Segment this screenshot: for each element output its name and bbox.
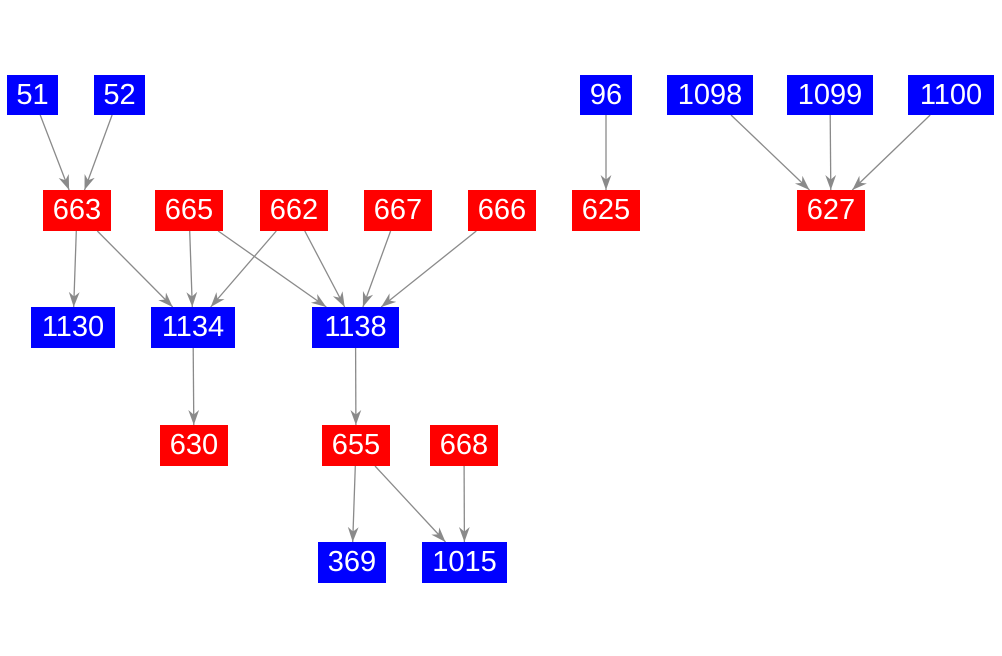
graph-node-52: 52 bbox=[94, 75, 145, 115]
edge-655-369 bbox=[347, 465, 359, 543]
edge-1100-627 bbox=[851, 114, 931, 191]
edge-662-1138 bbox=[304, 230, 346, 308]
graph-node-666: 666 bbox=[468, 190, 536, 231]
edge-662-1134 bbox=[210, 230, 277, 308]
edge-665-1134 bbox=[186, 230, 198, 308]
graph-node-369: 369 bbox=[318, 542, 386, 583]
edge-1098-627 bbox=[730, 114, 810, 191]
edge-52-663 bbox=[83, 114, 113, 191]
edge-1134-630 bbox=[188, 347, 200, 426]
graph-node-1100: 1100 bbox=[908, 75, 994, 115]
graph-node-1134: 1134 bbox=[151, 307, 235, 348]
edge-1099-627 bbox=[825, 114, 837, 191]
graph-node-1138: 1138 bbox=[312, 307, 399, 348]
graph-node-1098: 1098 bbox=[667, 75, 753, 115]
graph-node-625: 625 bbox=[572, 190, 640, 231]
edge-667-1138 bbox=[362, 230, 392, 308]
edge-655-1015 bbox=[374, 465, 446, 543]
graph-node-665: 665 bbox=[155, 190, 223, 231]
graph-node-662: 662 bbox=[260, 190, 328, 231]
graph-node-630: 630 bbox=[160, 425, 228, 466]
graph-node-627: 627 bbox=[797, 190, 865, 231]
edge-663-1130 bbox=[68, 230, 80, 308]
edge-663-1134 bbox=[96, 230, 174, 308]
graph-node-96: 96 bbox=[580, 75, 632, 115]
graph-node-663: 663 bbox=[43, 190, 111, 231]
graph-node-655: 655 bbox=[322, 425, 390, 466]
graph-node-1015: 1015 bbox=[422, 542, 507, 583]
edge-666-1138 bbox=[380, 230, 477, 308]
graph-node-51: 51 bbox=[7, 75, 58, 115]
graph-node-668: 668 bbox=[430, 425, 498, 466]
graph-node-667: 667 bbox=[364, 190, 432, 231]
edge-665-1138 bbox=[217, 230, 327, 308]
graph-node-1130: 1130 bbox=[31, 307, 115, 348]
graph-node-1099: 1099 bbox=[787, 75, 873, 115]
edge-51-663 bbox=[39, 114, 70, 191]
